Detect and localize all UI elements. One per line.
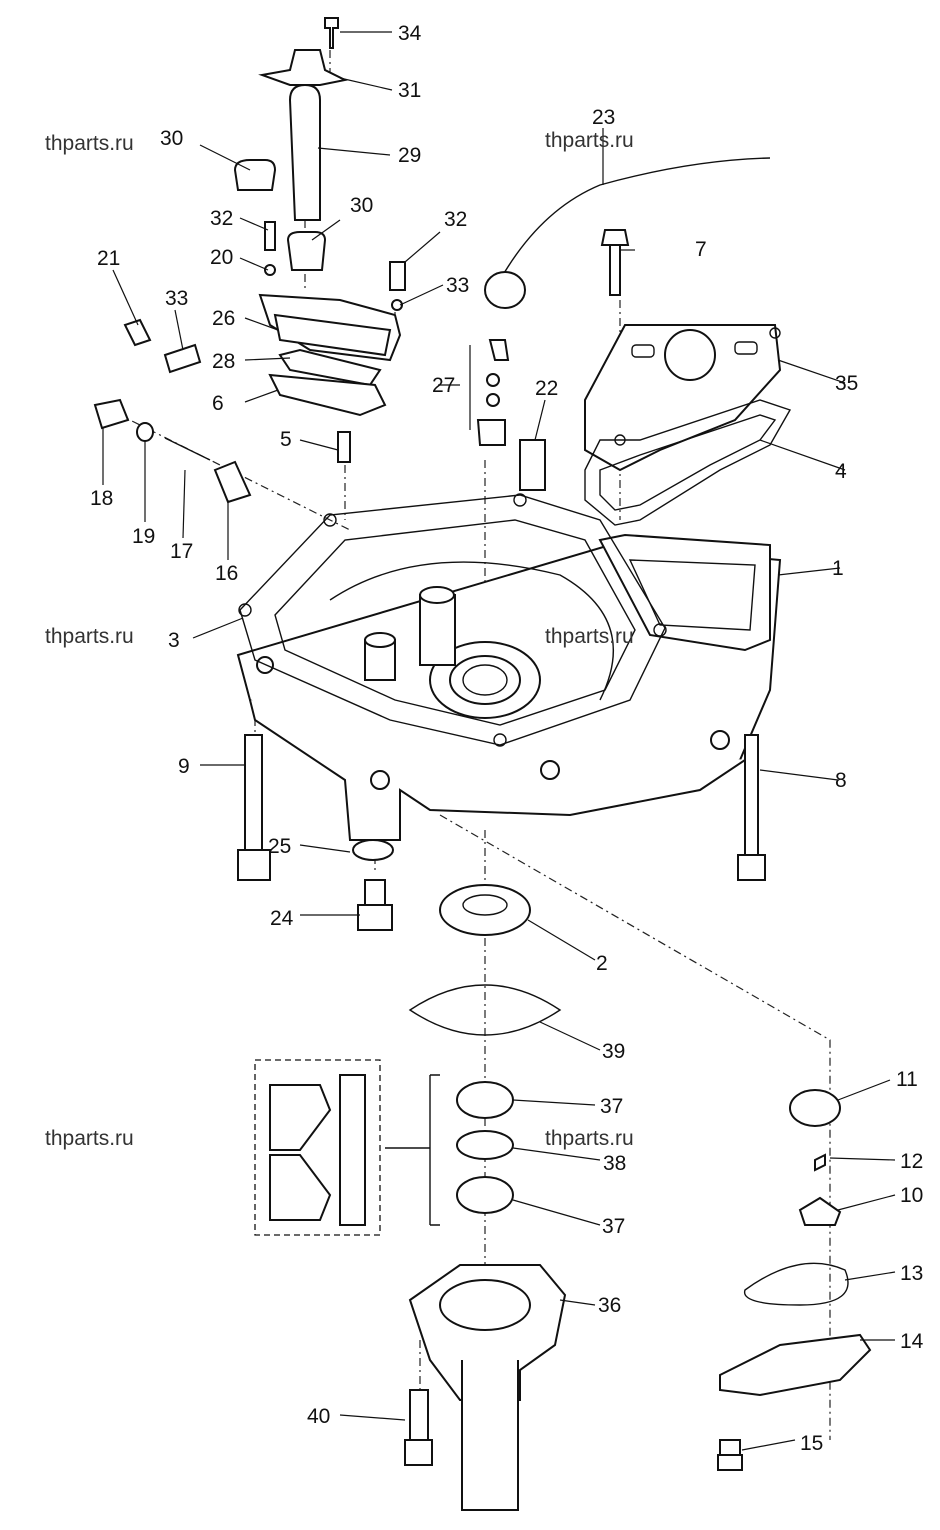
callout-9: 9 bbox=[178, 755, 190, 778]
callout-3: 3 bbox=[168, 629, 180, 652]
watermark: thparts.ru bbox=[45, 132, 134, 155]
pan-gasket bbox=[238, 493, 667, 747]
callout-24: 24 bbox=[270, 907, 294, 930]
callout-37a: 37 bbox=[600, 1095, 623, 1118]
callout-33a: 20 bbox=[210, 246, 233, 269]
seals bbox=[408, 884, 562, 1214]
callout-36: 36 bbox=[598, 1294, 621, 1317]
callout-1: 1 bbox=[832, 557, 844, 580]
lower-housing bbox=[404, 1264, 567, 1511]
callout-19: 19 bbox=[132, 525, 155, 548]
callout-4: 5 bbox=[280, 428, 292, 451]
callout-39: 39 bbox=[602, 1040, 625, 1063]
callout-13: 13 bbox=[900, 1262, 923, 1285]
cover-gasket bbox=[584, 399, 792, 526]
oil-pump-parts bbox=[717, 1089, 872, 1471]
watermark: thparts.ru bbox=[545, 625, 634, 648]
callout-34: 34 bbox=[398, 22, 422, 45]
callout-33b: 33 bbox=[446, 274, 469, 297]
callout-37b: 37 bbox=[602, 1215, 625, 1238]
cover-plate bbox=[584, 324, 782, 472]
watermark: thparts.ru bbox=[545, 1127, 634, 1150]
callout-21: 21 bbox=[97, 247, 120, 270]
callout-27: 6 bbox=[212, 392, 224, 415]
watermark: thparts.ru bbox=[45, 625, 134, 648]
callout-16: 16 bbox=[215, 562, 238, 585]
leader-lines bbox=[102, 31, 896, 1451]
bolts bbox=[237, 734, 766, 931]
relief-valve-parts bbox=[93, 318, 351, 504]
callout-23: 23 bbox=[592, 106, 615, 129]
seal-detail-box bbox=[254, 1059, 440, 1236]
centerline-pump bbox=[439, 814, 831, 1440]
callout-6: 35 bbox=[835, 372, 858, 395]
callout-17: 17 bbox=[170, 540, 193, 563]
callout-32b: 32 bbox=[444, 208, 467, 231]
callout-12: 12 bbox=[900, 1150, 923, 1173]
callout-31: 31 bbox=[398, 79, 421, 102]
callout-11: 11 bbox=[896, 1068, 918, 1091]
callout-28: 28 bbox=[212, 350, 235, 373]
watermarks: thparts.ru thparts.ru thparts.ru thparts… bbox=[45, 129, 634, 1150]
callout-20: 33 bbox=[165, 287, 188, 310]
callout-14: 14 bbox=[900, 1330, 924, 1353]
sensor-assembly bbox=[476, 157, 771, 491]
bolt-7 bbox=[600, 229, 630, 296]
callout-labels: 34 31 23 30 29 30 32 32 7 21 20 33 33 26… bbox=[90, 22, 924, 1455]
watermark: thparts.ru bbox=[45, 1127, 134, 1150]
callout-7: 7 bbox=[695, 238, 707, 261]
breather-assembly bbox=[233, 17, 406, 417]
callout-15: 15 bbox=[800, 1432, 823, 1455]
callout-18: 18 bbox=[90, 487, 113, 510]
callout-2: 2 bbox=[596, 952, 608, 975]
callout-32a: 32 bbox=[210, 207, 233, 230]
callout-8: 8 bbox=[835, 769, 847, 792]
callout-26: 26 bbox=[212, 307, 235, 330]
oil-pan-housing bbox=[236, 533, 782, 841]
callout-30a: 30 bbox=[160, 127, 183, 150]
callout-35: 22 bbox=[535, 377, 558, 400]
callout-40: 40 bbox=[307, 1405, 330, 1428]
callout-30b: 30 bbox=[350, 194, 373, 217]
callout-10: 10 bbox=[900, 1184, 923, 1207]
watermark: thparts.ru bbox=[545, 129, 634, 152]
callout-25: 25 bbox=[268, 835, 291, 858]
callout-5: 4 bbox=[835, 460, 847, 483]
callout-29: 29 bbox=[398, 144, 421, 167]
callout-38: 38 bbox=[603, 1152, 626, 1175]
callout-22: 27 bbox=[432, 374, 455, 397]
